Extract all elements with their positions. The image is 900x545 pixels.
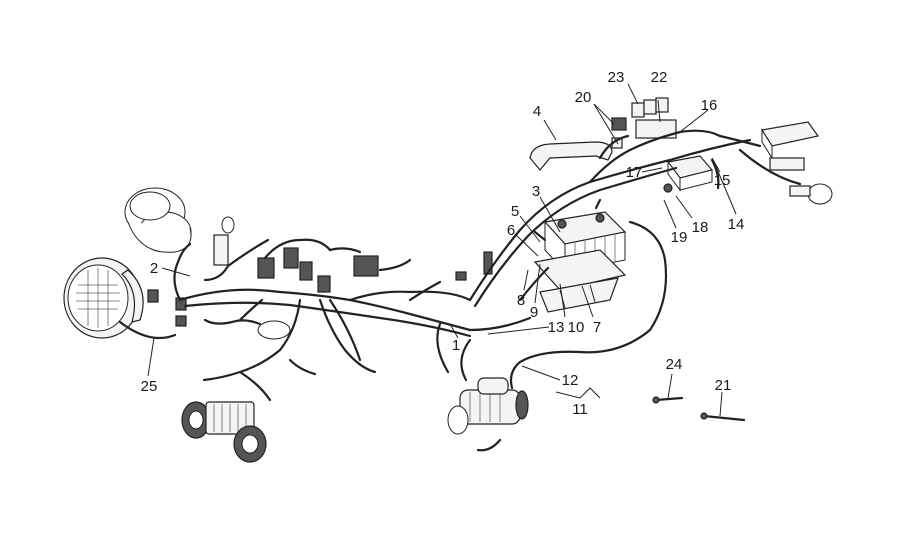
relay-illustration — [611, 97, 677, 149]
horn-illustration — [181, 401, 267, 463]
callout-16: 16 — [701, 97, 718, 114]
callout-24: 24 — [666, 356, 683, 373]
callout-4: 4 — [533, 103, 541, 120]
callout-13: 13 — [548, 319, 565, 336]
callout-18: 18 — [692, 219, 709, 236]
callout-22: 22 — [651, 69, 668, 86]
callout-15: 15 — [714, 172, 731, 189]
main-harness-wires — [118, 129, 802, 452]
callout-3: 3 — [532, 183, 540, 200]
callout-9: 9 — [530, 304, 538, 321]
handlebar-switch-illustration — [761, 121, 833, 205]
callout-10: 10 — [568, 319, 585, 336]
callout-6: 6 — [507, 222, 515, 239]
callout-14: 14 — [728, 216, 745, 233]
callout-1: 1 — [452, 337, 460, 354]
starter-motor-illustration — [447, 377, 529, 435]
callout-2: 2 — [150, 260, 158, 277]
callout-12: 12 — [562, 372, 579, 389]
leader-lines — [147, 83, 737, 417]
callout-25: 25 — [141, 378, 158, 395]
fuse-box-illustration — [663, 155, 714, 193]
callout-labels: 1 2 3 4 5 6 7 8 9 10 11 12 13 14 15 16 1… — [141, 69, 745, 418]
callout-5: 5 — [511, 203, 519, 220]
callout-17: 17 — [626, 164, 643, 181]
callout-19: 19 — [671, 229, 688, 246]
callout-8: 8 — [517, 292, 525, 309]
callout-7: 7 — [593, 319, 601, 336]
callout-20: 20 — [575, 89, 592, 106]
callout-11: 11 — [572, 401, 588, 418]
callout-23: 23 — [608, 69, 625, 86]
callout-21: 21 — [715, 377, 732, 394]
instrument-cluster-illustration — [124, 187, 192, 253]
connector-block-illustration — [147, 247, 493, 327]
loose-wire-illustration — [652, 396, 746, 422]
handle-strap-illustration — [529, 141, 613, 171]
battery-illustration — [533, 211, 627, 291]
headlight-illustration — [63, 257, 144, 339]
ignition-switch-illustration — [213, 216, 291, 340]
